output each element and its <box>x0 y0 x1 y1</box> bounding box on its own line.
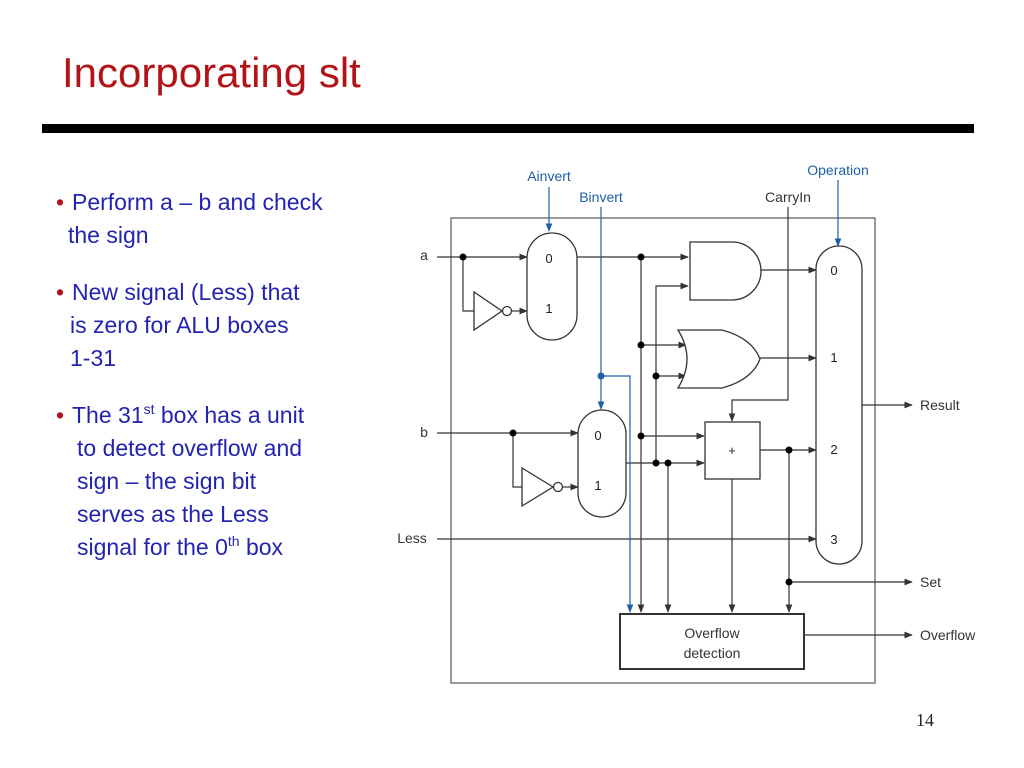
superscript: st <box>143 401 155 417</box>
result-mux <box>815 245 863 565</box>
not-gate-b <box>521 466 555 508</box>
junction-dot <box>785 446 793 454</box>
mux-b-port-1: 1 <box>594 478 601 493</box>
adder <box>704 421 761 480</box>
bullet-line: serves as the Less <box>77 501 269 527</box>
text-run: The 31 <box>72 402 144 428</box>
junction-dot <box>652 459 660 467</box>
mux-b <box>577 409 627 518</box>
bullet-line: to detect overflow and <box>77 435 303 461</box>
wire-carryin <box>728 207 789 422</box>
label-input-a: a <box>420 247 428 263</box>
junction-dot <box>637 432 645 440</box>
result-mux-port-0: 0 <box>830 263 837 278</box>
result-mux-port-3: 3 <box>830 532 837 547</box>
bullet-line: is zero for ALU boxes <box>70 312 289 338</box>
label-binvert: Binvert <box>579 189 623 205</box>
result-mux-port-2: 2 <box>830 442 837 457</box>
bullet-line: the sign <box>68 222 149 248</box>
bullet-marker: • <box>56 279 65 305</box>
bullet-line: Perform a – b and check <box>72 189 323 215</box>
or-gate <box>676 329 761 389</box>
not-bubble-a <box>501 305 513 317</box>
bullet-list: • Perform a – b and check the sign • New… <box>56 186 396 588</box>
label-set: Set <box>920 574 941 590</box>
junction-dot <box>652 372 660 380</box>
and-gate <box>689 241 762 301</box>
label-input-b: b <box>420 424 428 440</box>
alu-bit-box <box>450 217 876 684</box>
wire-b-to-and <box>655 282 689 463</box>
title-divider <box>42 124 974 133</box>
bullet-item: • New signal (Less) that is zero for ALU… <box>56 276 396 375</box>
label-ainvert: Ainvert <box>527 168 571 184</box>
superscript: th <box>227 533 240 549</box>
junction-dot <box>597 372 605 380</box>
label-result: Result <box>920 397 960 413</box>
junction-dot <box>637 341 645 349</box>
result-mux-port-1: 1 <box>830 350 837 365</box>
mux-b-port-0: 0 <box>594 428 601 443</box>
page-number: 14 <box>916 710 934 730</box>
not-gate-a <box>473 290 504 332</box>
wire-a-invert-path <box>462 257 474 312</box>
slide-title: Incorporating slt <box>62 49 361 96</box>
junction-dot <box>459 253 467 261</box>
bullet-line: The 31st box has a unit <box>56 399 396 432</box>
wire-b-invert-path <box>512 433 522 488</box>
adder-label: + <box>728 443 736 458</box>
not-bubble-b <box>552 481 564 493</box>
bullet-item: • Perform a – b and check the sign <box>56 186 396 252</box>
junction-dot <box>664 459 672 467</box>
junction-dot <box>509 429 517 437</box>
label-carryin: CarryIn <box>765 189 811 205</box>
bullet-marker: • <box>56 402 65 428</box>
text-run: signal for the 0 <box>77 534 228 560</box>
bullet-line: signal for the 0th box <box>56 531 396 564</box>
overflow-unit-label-line2: detection <box>684 645 741 661</box>
label-operation: Operation <box>807 162 868 178</box>
junction-dot <box>637 253 645 261</box>
text-run: box has a unit <box>154 402 305 428</box>
junction-dot <box>785 578 793 586</box>
wire-binvert-to-overflow <box>601 375 634 613</box>
bullet-line: sign – the sign bit <box>77 468 257 494</box>
label-overflow: Overflow <box>920 627 976 643</box>
overflow-detection-unit <box>619 613 805 670</box>
mux-a <box>526 232 578 341</box>
bullet-marker: • <box>56 189 65 215</box>
text-run: box <box>239 534 284 560</box>
bullet-line: 1-31 <box>70 345 117 371</box>
bullet-item: • The 31st box has a unit to detect over… <box>56 399 396 564</box>
bullet-line: New signal (Less) that <box>72 279 300 305</box>
overflow-unit-label-line1: Overflow <box>684 625 740 641</box>
mux-a-port-1: 1 <box>545 301 552 316</box>
label-input-less: Less <box>397 530 427 546</box>
mux-a-port-0: 0 <box>545 251 552 266</box>
